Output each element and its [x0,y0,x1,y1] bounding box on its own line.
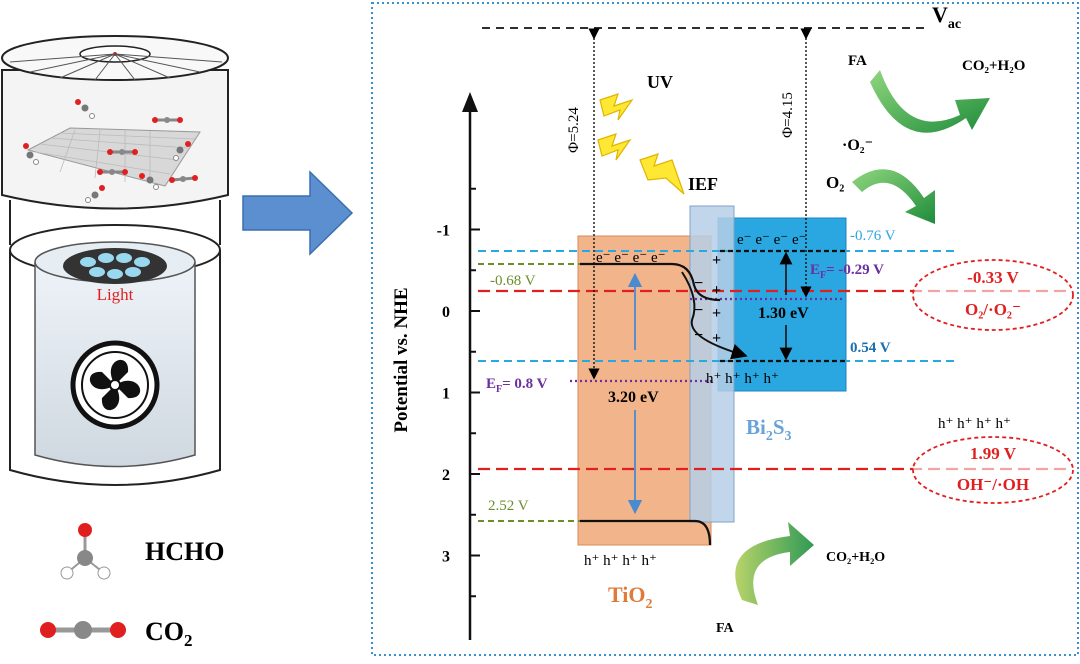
oh-redox-ellipse [912,436,1074,504]
free-holes: h⁺ h⁺ h⁺ h⁺ [938,416,1011,432]
bi2s3-ef-label: EF= -0.29 V [810,262,884,281]
fa-top-label: FA [848,53,867,69]
bi2s3-cb-label: -0.76 V [850,228,896,244]
phi-bi2s3-label: Φ=4.15 [780,92,796,138]
tio2-ef-label: EF= 0.8 V [486,376,548,395]
o2-redox-value: -0.33 V [967,268,1019,287]
interface-charges: + + + + − − − [694,252,721,347]
fa-bottom-label: FA [716,621,735,636]
bi2s3-gap-label: 1.30 eV [758,305,809,322]
hcho-label: HCHO [145,537,224,566]
co2-label: CO2 [145,617,193,650]
y-axis-label: Potential vs. NHE [391,287,412,432]
superoxide-label: ·O₂⁻ [842,137,873,154]
reactor-illustration: Light [1,35,229,486]
o2-redox-ellipse [912,259,1074,331]
svg-text:+: + [712,305,721,322]
light-label: Light [97,285,134,304]
legend: HCHO CO2 [40,523,224,650]
bi2s3-band-block [717,217,847,392]
phi-tio2-label: Φ=5.24 [566,107,582,153]
bi2s3-holes: h⁺ h⁺ h⁺ h⁺ [706,371,779,387]
tio2-band-block [577,235,712,546]
tio2-gap-label: 3.20 eV [608,389,659,406]
svg-text:−: − [694,275,703,292]
co2-molecule-icon [40,621,126,639]
ief-label: IEF [688,174,718,194]
svg-text:−: − [694,302,703,319]
bi2s3-vb-label: 0.54 V [850,340,891,356]
o2-label: O₂ [826,173,844,192]
tio2-vb-label: 2.52 V [488,498,529,514]
oxidation-arrow-bottom [735,522,814,605]
potential-axis: -1 0 1 2 3 Potential vs. NHE [391,92,480,640]
svg-text:−: − [694,327,703,344]
electron-transfer-arrow [681,271,748,360]
uv-label: UV [647,72,673,92]
oh-redox-pair: OH⁻/·OH [957,475,1029,494]
co2-h2o-bottom-label: CO₂+H₂O [826,550,885,565]
o2-redox-pair: O₂/·O₂⁻ [965,300,1021,319]
band-edges [580,249,845,546]
svg-text:+: + [712,252,721,269]
tio2-cb-label: -0.68 V [490,273,536,289]
tio2-label: TiO2 [608,582,653,612]
fan-icon [70,340,160,430]
molecules [23,99,198,203]
oxidation-arrows-top [852,70,990,224]
axis-tick-label: 0 [442,304,450,321]
axis-tick-label: 3 [442,549,450,566]
tio2-holes: h⁺ h⁺ h⁺ h⁺ [584,553,657,569]
tio2-electrons: e⁻ e⁻ e⁻ e⁻ [596,250,666,266]
oh-redox-value: 1.99 V [970,444,1017,463]
diagram-frame [371,2,1079,656]
axis-tick-label: 1 [442,386,450,403]
co2-h2o-top-label: CO₂+H₂O [962,58,1025,74]
axis-tick-label: 2 [442,467,450,484]
bi2s3-electrons: e⁻ e⁻ e⁻ e⁻ [737,232,807,248]
hcho-molecule-icon [60,523,111,580]
uv-lightning-icon [597,93,685,195]
bi2s3-label: Bi2S3 [746,415,792,444]
axis-tick-label: -1 [437,223,450,240]
process-arrow-icon [242,170,354,256]
svg-text:+: + [712,282,721,299]
vacuum-label: Vac [932,2,961,32]
svg-text:+: + [712,330,721,347]
